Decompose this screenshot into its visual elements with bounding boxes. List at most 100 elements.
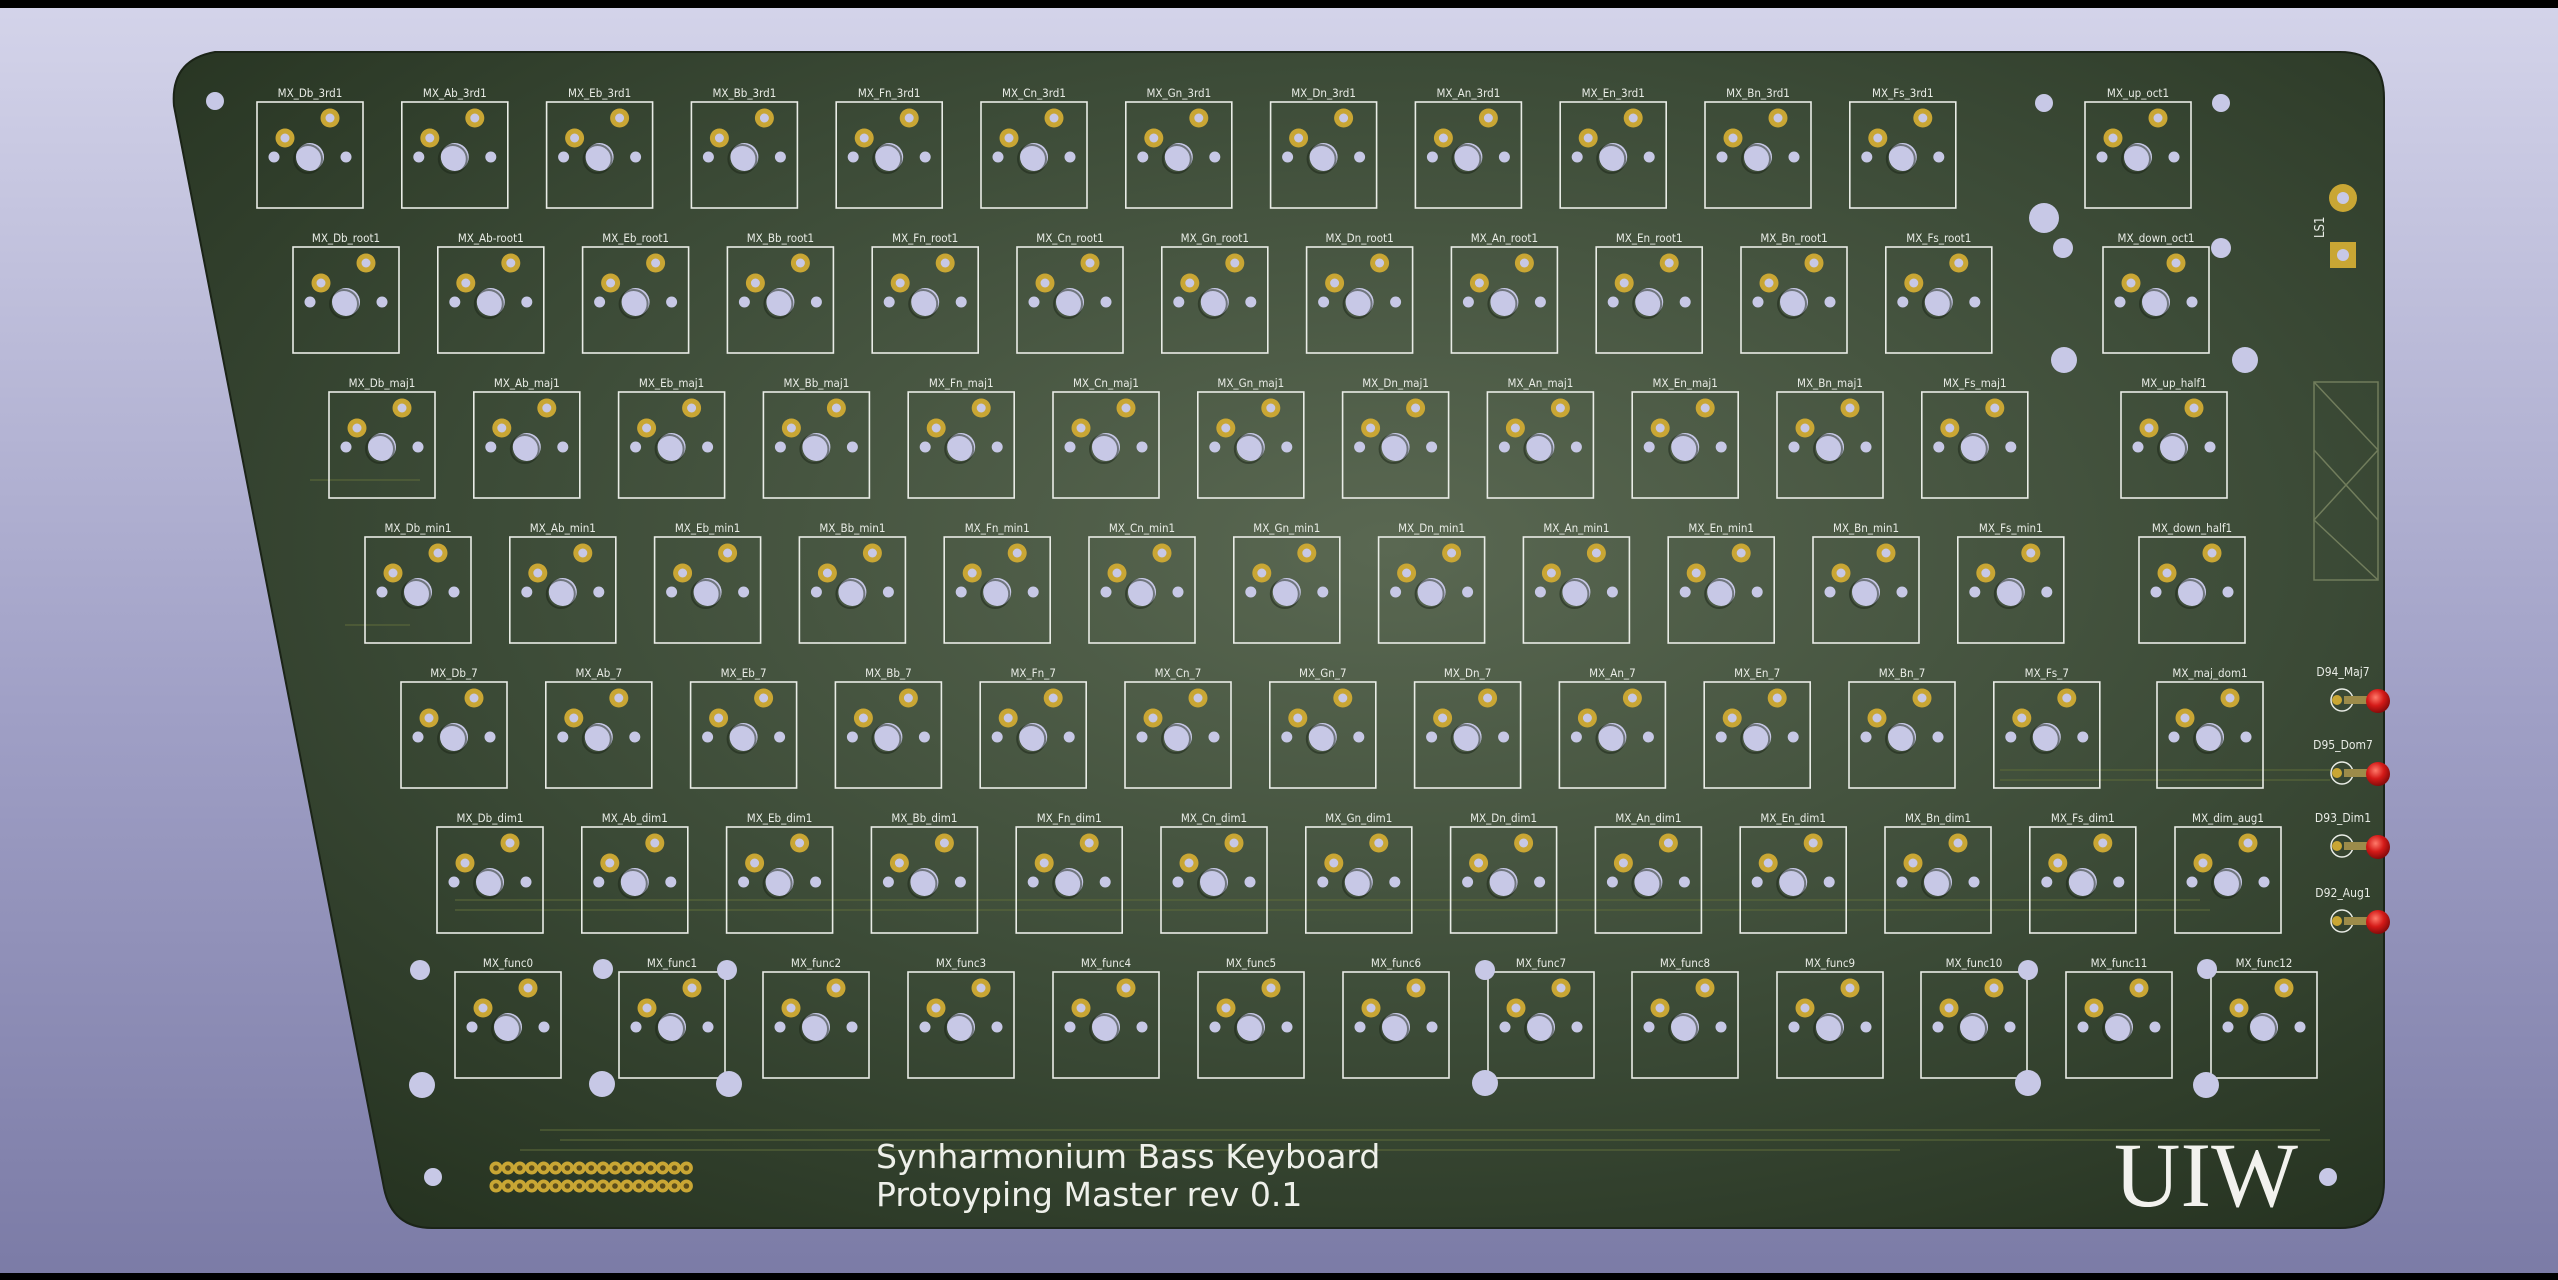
mounting-hole-icon	[2051, 347, 2077, 373]
mx-switch-footprint-icon: MX_up_oct1	[2084, 86, 2192, 209]
switch-ref-label: MX_Bn_maj1	[1797, 376, 1863, 390]
mx-switch-footprint-icon: MX_maj_dom1	[2156, 666, 2264, 789]
switch-ref-label: MX_Ab-root1	[458, 231, 524, 245]
switch-ref-label: MX_Fn_3rd1	[858, 86, 921, 100]
mx-switch-footprint-icon: MX_Cn_root1	[1016, 231, 1124, 354]
mounting-hole-icon	[1472, 1070, 1498, 1096]
mounting-hole-icon	[2015, 1070, 2041, 1096]
switch-ref-label: MX_func11	[2091, 956, 2148, 970]
switch-ref-label: MX_Ab_7	[576, 666, 623, 680]
switch-ref-label: MX_Fs_maj1	[1943, 376, 2007, 390]
switch-ref-label: MX_down_half1	[2152, 521, 2232, 535]
switch-ref-label: MX_Fs_root1	[1906, 231, 1971, 245]
switch-ref-label: MX_Gn_7	[1299, 666, 1347, 680]
mx-switch-footprint-icon: MX_Dn_3rd1	[1269, 86, 1378, 209]
mx-switch-footprint-icon: MX_Fs_root1	[1885, 231, 1993, 354]
switch-ref-label: MX_An_maj1	[1507, 376, 1573, 390]
switch-ref-label: MX_Bb_root1	[747, 231, 814, 245]
mx-switch-footprint-icon: MX_Gn_maj1	[1197, 376, 1305, 499]
switch-ref-label: MX_Fn_maj1	[929, 376, 994, 390]
mounting-hole-icon	[2193, 1072, 2219, 1098]
mx-switch-footprint-icon: MX_Cn_maj1	[1052, 376, 1160, 499]
mx-switch-footprint-icon: MX_Gn_dim1	[1305, 811, 1413, 934]
mx-switch-footprint-icon: MX_Fn_maj1	[907, 376, 1016, 499]
mx-switch-footprint-icon: MX_En_7	[1703, 666, 1811, 789]
mx-switch-footprint-icon: MX_An_3rd1	[1414, 86, 1523, 209]
mounting-hole-icon	[716, 1071, 742, 1097]
switch-ref-label: MX_func0	[483, 956, 533, 970]
switch-ref-label: MX_Ab_3rd1	[423, 86, 487, 100]
mx-switch-footprint-icon: MX_Bn_3rd1	[1704, 86, 1812, 209]
mounting-hole-icon	[409, 1072, 435, 1098]
mx-switch-footprint-icon: MX_Db_7	[400, 666, 508, 789]
switch-ref-label: MX_maj_dom1	[2172, 666, 2247, 680]
mx-switch-footprint-icon: MX_Dn_min1	[1377, 521, 1486, 644]
mx-switch-footprint-icon: MX_Dn_7	[1413, 666, 1522, 789]
mx-switch-footprint-icon: MX_Db_maj1	[328, 376, 436, 499]
switch-ref-label: MX_An_min1	[1543, 521, 1609, 535]
mx-switch-footprint-icon: MX_Gn_7	[1269, 666, 1377, 789]
switch-ref-label: MX_func3	[936, 956, 986, 970]
switch-ref-label: MX_An_root1	[1471, 231, 1538, 245]
switch-ref-label: MX_func7	[1516, 956, 1566, 970]
switch-ref-label: MX_Eb_min1	[675, 521, 741, 535]
switch-ref-label: MX_Dn_min1	[1398, 521, 1465, 535]
switch-ref-label: MX_Ab_maj1	[494, 376, 560, 390]
mx-switch-footprint-icon: MX_Db_min1	[364, 521, 472, 644]
mx-switch-footprint-icon: MX_Eb_7	[689, 666, 798, 789]
mounting-hole-icon	[1475, 960, 1495, 980]
mx-switch-footprint-icon: MX_Bn_root1	[1740, 231, 1848, 354]
switch-ref-label: MX_Bn_root1	[1760, 231, 1827, 245]
top-frame-bar	[0, 0, 2558, 8]
switch-ref-label: MX_Gn_min1	[1253, 521, 1320, 535]
switch-ref-label: MX_En_maj1	[1653, 376, 1718, 390]
mx-switch-footprint-icon: MX_Ab_7	[544, 666, 653, 789]
mx-switch-footprint-icon: MX_func7	[1487, 956, 1595, 1079]
mx-switch-footprint-icon: MX_Cn_dim1	[1160, 811, 1268, 934]
mounting-hole-icon	[2035, 94, 2053, 112]
mounting-hole-icon	[2232, 347, 2258, 373]
switch-ref-label: MX_Dn_maj1	[1362, 376, 1429, 390]
switch-ref-label: MX_dim_aug1	[2192, 811, 2264, 825]
switch-ref-label: MX_Fs_dim1	[2051, 811, 2115, 825]
switch-ref-label: MX_En_3rd1	[1582, 86, 1645, 100]
switch-ref-label: MX_Eb_maj1	[639, 376, 704, 390]
switch-ref-label: MX_Bb_min1	[819, 521, 885, 535]
led-ref-label: D92_Aug1	[2315, 886, 2370, 900]
switch-ref-label: MX_Bb_dim1	[891, 811, 957, 825]
mx-switch-footprint-icon: MX_Gn_root1	[1161, 231, 1269, 354]
mx-switch-footprint-icon: MX_An_root1	[1450, 231, 1559, 354]
switch-ref-label: MX_Fn_7	[1010, 666, 1055, 680]
mounting-hole-icon	[2029, 203, 2059, 233]
mounting-hole-icon	[206, 92, 224, 110]
switch-ref-label: MX_Fn_root1	[892, 231, 958, 245]
switch-ref-label: MX_Eb_dim1	[747, 811, 813, 825]
mx-switch-footprint-icon: MX_up_half1	[2120, 376, 2228, 499]
switch-ref-label: MX_func12	[2236, 956, 2293, 970]
mounting-hole-icon	[2211, 238, 2231, 258]
mounting-hole-icon	[424, 1168, 442, 1186]
switch-ref-label: MX_An_3rd1	[1437, 86, 1501, 100]
silkscreen-outline-graphic	[2312, 381, 2380, 581]
mx-switch-footprint-icon: MX_func1	[618, 956, 726, 1079]
mx-switch-footprint-icon: MX_down_half1	[2138, 521, 2246, 644]
mx-switch-footprint-icon: MX_Gn_3rd1	[1125, 86, 1233, 209]
mx-switch-footprint-icon: MX_func9	[1776, 956, 1884, 1079]
mounting-hole-icon	[2018, 960, 2038, 980]
mx-switch-footprint-icon: MX_Fn_min1	[943, 521, 1052, 644]
switch-ref-label: MX_Cn_7	[1155, 666, 1202, 680]
mx-switch-footprint-icon: MX_Fs_maj1	[1921, 376, 2029, 499]
switch-ref-label: MX_Fs_3rd1	[1872, 86, 1933, 100]
mx-switch-footprint-icon: MX_Bn_dim1	[1884, 811, 1992, 934]
switch-ref-label: MX_Ab_min1	[530, 521, 596, 535]
switch-ref-label: MX_Dn_3rd1	[1291, 86, 1356, 100]
switch-ref-label: MX_Bn_min1	[1833, 521, 1899, 535]
switch-ref-label: MX_En_7	[1734, 666, 1780, 680]
mx-switch-footprint-icon: MX_Ab_3rd1	[400, 86, 509, 209]
switch-ref-label: MX_func10	[1946, 956, 2003, 970]
mx-switch-footprint-icon: MX_Eb_maj1	[617, 376, 726, 499]
board-title: Synharmonium Bass Keyboard	[876, 1137, 1381, 1176]
switch-ref-label: MX_Gn_dim1	[1325, 811, 1392, 825]
led-icon: D93_Dim1	[2315, 811, 2390, 859]
